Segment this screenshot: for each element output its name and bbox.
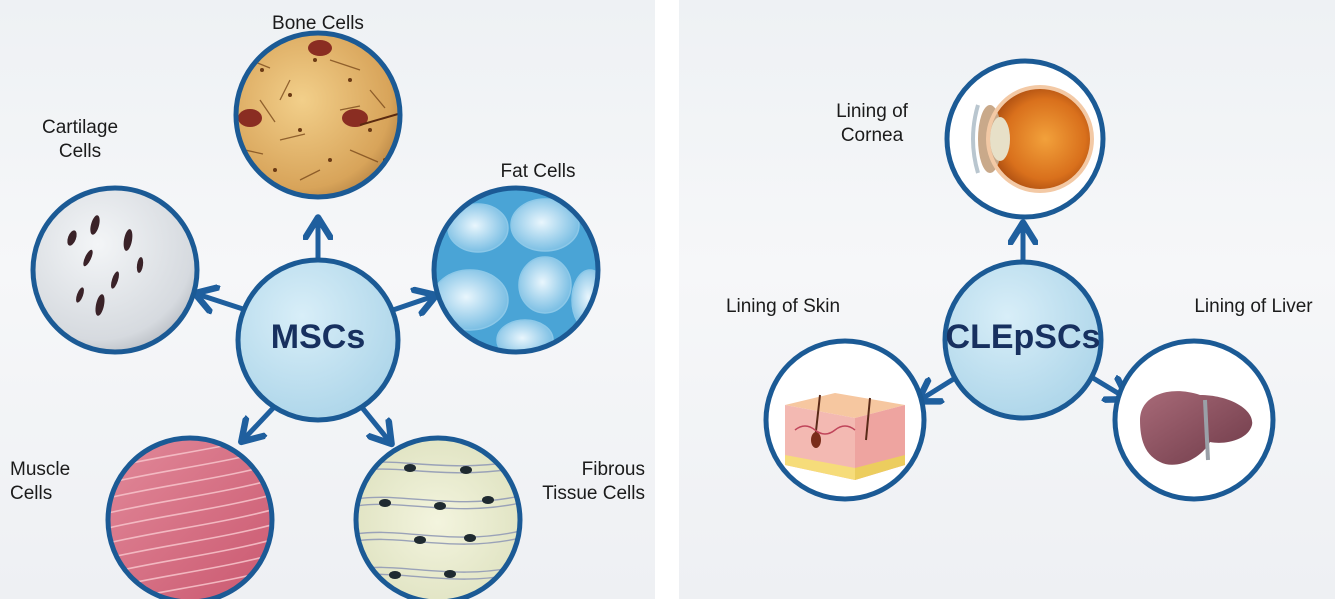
fibrous-tissue-cells-image: [350, 435, 525, 599]
liver-label: Lining of Liver: [1181, 295, 1326, 319]
bone-cells-image: [230, 28, 410, 208]
arrow-to-cartilage: [197, 294, 246, 310]
fibrous-tissue-cells-label: Fibrous Tissue Cells: [530, 458, 645, 506]
cartilage-cells-image: [30, 185, 200, 355]
muscle-cells-image: [100, 430, 290, 599]
muscle-cells-label: Muscle Cells: [10, 458, 100, 506]
liver-image: [1115, 341, 1273, 499]
arrow-to-fat: [393, 296, 434, 310]
clepscs-hub-label: CLEpSCs: [945, 318, 1101, 357]
bone-cells-label: Bone Cells: [258, 12, 378, 36]
fat-cells-label: Fat Cells: [478, 160, 598, 184]
skin-image: [766, 341, 924, 499]
cornea-label: Lining of Cornea: [822, 100, 922, 148]
cornea-image: [947, 61, 1103, 217]
arrow-to-fibrous: [360, 405, 390, 442]
skin-label: Lining of Skin: [713, 295, 853, 319]
fat-cells-image: [430, 185, 608, 360]
cartilage-cells-label: Cartilage Cells: [20, 116, 140, 164]
msc-hub-label: MSCs: [238, 318, 398, 357]
arrow-to-muscle: [243, 405, 276, 440]
